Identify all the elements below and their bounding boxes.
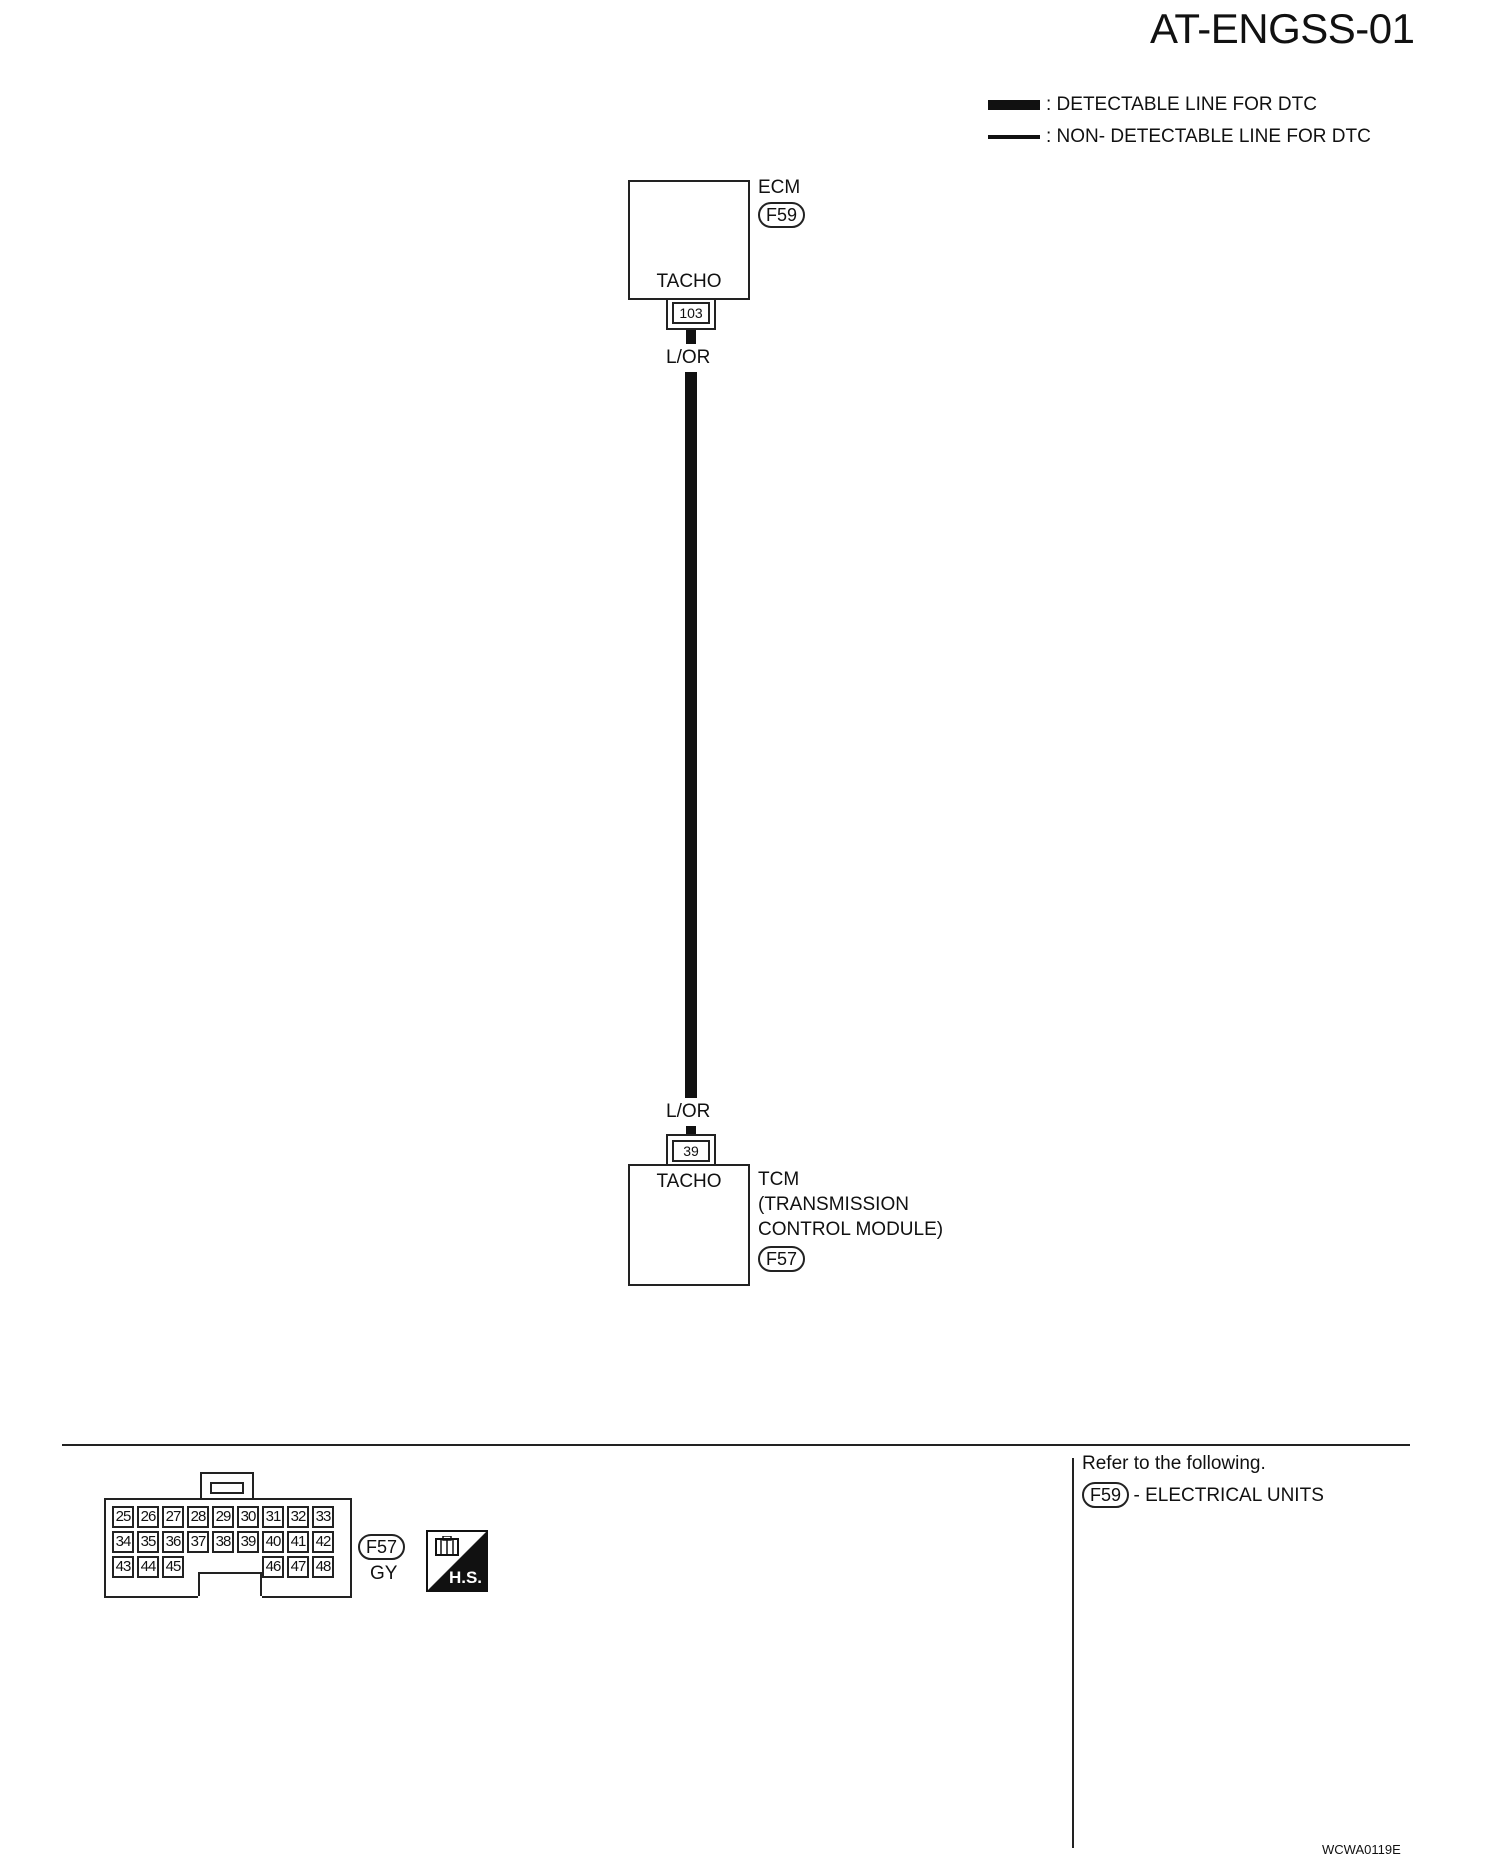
connector-pin: 43 xyxy=(112,1556,134,1578)
thin-line-swatch xyxy=(988,134,1040,139)
reference-connector-id: F59 xyxy=(1082,1482,1130,1508)
ecm-connector-id: F59 xyxy=(758,202,806,228)
figure-code: WCWA0119E xyxy=(1322,1842,1401,1857)
wire-stub-top xyxy=(686,330,696,344)
ecm-name: ECM xyxy=(758,177,801,198)
connector-notch xyxy=(198,1572,262,1600)
reference-text: - ELECTRICAL UNITS xyxy=(1133,1485,1324,1506)
ecm-box: TACHO xyxy=(628,180,750,300)
connector-pin: 35 xyxy=(137,1531,159,1553)
connector-view-color: GY xyxy=(370,1563,398,1584)
thick-line-swatch xyxy=(988,99,1040,110)
connector-pin: 29 xyxy=(212,1506,234,1528)
tcm-terminal-pin: 39 xyxy=(672,1140,710,1162)
legend-detectable-text: : DETECTABLE LINE FOR DTC xyxy=(1046,94,1317,115)
connector-view-id: F57 xyxy=(358,1534,406,1560)
ecm-terminal-pin: 103 xyxy=(672,302,710,324)
tcm-connector-id: F57 xyxy=(758,1246,806,1272)
connector-glyph-icon xyxy=(435,1536,459,1556)
reference-divider xyxy=(1072,1458,1074,1848)
detectable-wire xyxy=(685,372,697,1098)
tcm-name-line3: CONTROL MODULE) xyxy=(758,1219,944,1240)
connector-pin: 32 xyxy=(287,1506,309,1528)
connector-pin: 39 xyxy=(237,1531,259,1553)
connector-pin: 38 xyxy=(212,1531,234,1553)
connector-pin: 34 xyxy=(112,1531,134,1553)
tcm-pin-label: TACHO xyxy=(656,1171,722,1192)
connector-pin: 28 xyxy=(187,1506,209,1528)
connector-pin: 45 xyxy=(162,1556,184,1578)
tcm-name-line2: (TRANSMISSION xyxy=(758,1194,909,1215)
tcm-box: TACHO xyxy=(628,1164,750,1286)
section-divider xyxy=(62,1444,1410,1446)
ecm-terminal-housing xyxy=(666,300,716,330)
connector-pin: 40 xyxy=(262,1531,284,1553)
connector-pin: 26 xyxy=(137,1506,159,1528)
hs-harness-side-icon: H.S. xyxy=(426,1530,488,1592)
connector-pin: 33 xyxy=(312,1506,334,1528)
wire-stub-bottom xyxy=(686,1126,696,1136)
ecm-pin-label: TACHO xyxy=(656,271,722,292)
connector-pin: 25 xyxy=(112,1506,134,1528)
wire-color-bottom: L/OR xyxy=(666,1101,711,1122)
notch-cover xyxy=(198,1596,262,1600)
connector-pin: 30 xyxy=(237,1506,259,1528)
connector-pin: 48 xyxy=(312,1556,334,1578)
connector-pin: 47 xyxy=(287,1556,309,1578)
connector-pin: 27 xyxy=(162,1506,184,1528)
legend-detectable: : DETECTABLE LINE FOR DTC xyxy=(988,94,1317,116)
connector-pin: 36 xyxy=(162,1531,184,1553)
hs-label: H.S. xyxy=(448,1568,482,1587)
connector-pin: 37 xyxy=(187,1531,209,1553)
tcm-terminal-housing xyxy=(666,1134,716,1164)
wire-color-top: L/OR xyxy=(666,347,711,368)
tcm-name: TCM xyxy=(758,1169,800,1190)
connector-pin: 46 xyxy=(262,1556,284,1578)
legend-non-detectable: : NON- DETECTABLE LINE FOR DTC xyxy=(988,126,1371,148)
connector-lock-tab xyxy=(200,1472,254,1500)
page-title: AT-ENGSS-01 xyxy=(1150,5,1415,52)
ecm-connector-badge: F59 xyxy=(758,202,806,228)
connector-pin: 44 xyxy=(137,1556,159,1578)
reference-item: F59 - ELECTRICAL UNITS xyxy=(1082,1482,1324,1508)
connector-pin: 31 xyxy=(262,1506,284,1528)
lock-slot xyxy=(210,1482,244,1494)
connector-pin: 41 xyxy=(287,1531,309,1553)
tcm-connector-badge: F57 xyxy=(758,1246,806,1272)
reference-heading: Refer to the following. xyxy=(1082,1453,1266,1474)
legend-non-detectable-text: : NON- DETECTABLE LINE FOR DTC xyxy=(1046,126,1371,147)
connector-pin: 42 xyxy=(312,1531,334,1553)
connector-view-badge: F57 xyxy=(358,1534,406,1560)
